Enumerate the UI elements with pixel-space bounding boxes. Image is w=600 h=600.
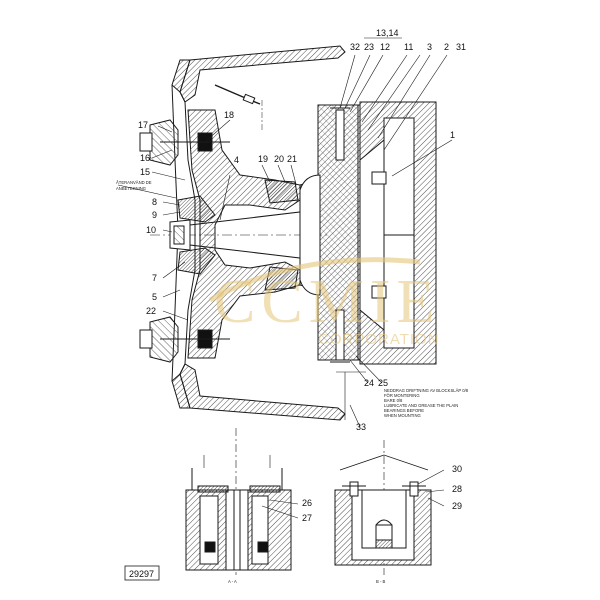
callout-8: 8: [152, 197, 157, 207]
watermark-sub: CORPORATION: [318, 331, 440, 348]
leader-lines: [117, 54, 453, 428]
callout-27: 27: [302, 513, 312, 523]
right-note-line-5: BEARINGS BEFORE: [384, 408, 424, 413]
callout-19: 19: [258, 154, 268, 164]
callout-9: 9: [152, 210, 157, 220]
left-note-line-1: ÅTERANVÄND DE: [116, 180, 152, 185]
callout-10: 10: [146, 225, 156, 235]
right-note-line-3: BARE 0/8: [384, 398, 403, 403]
callout-3: 3: [427, 42, 432, 52]
detail-view-left: [185, 428, 299, 575]
callout-31: 31: [456, 42, 466, 52]
callout-7: 7: [152, 273, 157, 283]
callout-17: 17: [138, 120, 148, 130]
callout-4: 4: [234, 155, 239, 165]
section-mark-left: A - A: [228, 579, 237, 584]
detail-view-right: [334, 440, 445, 575]
callout-32: 32: [350, 42, 360, 52]
callout-26: 26: [302, 498, 312, 508]
callout-15: 15: [140, 167, 150, 177]
right-note-line-6: WHEN MOUNTING: [384, 413, 421, 418]
callout-16: 16: [140, 153, 150, 163]
callout-30: 30: [452, 464, 462, 474]
callout-33: 33: [356, 422, 366, 432]
watermark: CCMIE CORPORATION: [208, 257, 440, 348]
right-note-line-2: FÖR MONTERING: [384, 393, 420, 398]
drawing-id-box: [124, 565, 160, 581]
callout-2: 2: [444, 42, 449, 52]
callout-1: 1: [450, 130, 455, 140]
main-section-view: [139, 45, 437, 421]
section-mark-right: B - B: [376, 579, 386, 584]
callout-22: 22: [146, 306, 156, 316]
right-note-line-1: NEDDRAG DRIFTNING AV BLOCKSLÄP 0/8: [384, 388, 469, 393]
callout-29: 29: [452, 501, 462, 511]
callout-28: 28: [452, 484, 462, 494]
right-note-line-4: LUBRICATE AND GREASE THE PLAIN: [384, 403, 458, 408]
callout-13-14: 13,14: [376, 28, 399, 38]
rim-upper: [179, 45, 346, 103]
left-note-line-2: ANBETEKNING: [116, 186, 146, 191]
callout-21: 21: [287, 154, 297, 164]
watermark-brand: CCMIE: [214, 268, 440, 336]
callout-20: 20: [274, 154, 284, 164]
callout-24: 24: [364, 378, 374, 388]
left-annotation: ÅTERANVÄND DE ANBETEKNING: [116, 180, 152, 191]
rim-lower: [179, 363, 346, 421]
callout-25: 25: [378, 378, 388, 388]
callout-18: 18: [224, 110, 234, 120]
callout-5: 5: [152, 292, 157, 302]
callout-23: 23: [364, 42, 374, 52]
callout-11: 11: [404, 42, 413, 52]
drawing-id: 29297: [129, 569, 154, 579]
callout-12: 12: [380, 42, 390, 52]
callout-labels: 13,14 32 23 12 11 3 2 31 1 18 17 16 15 4…: [138, 28, 466, 432]
right-annotation: NEDDRAG DRIFTNING AV BLOCKSLÄP 0/8 FÖR M…: [384, 388, 469, 418]
